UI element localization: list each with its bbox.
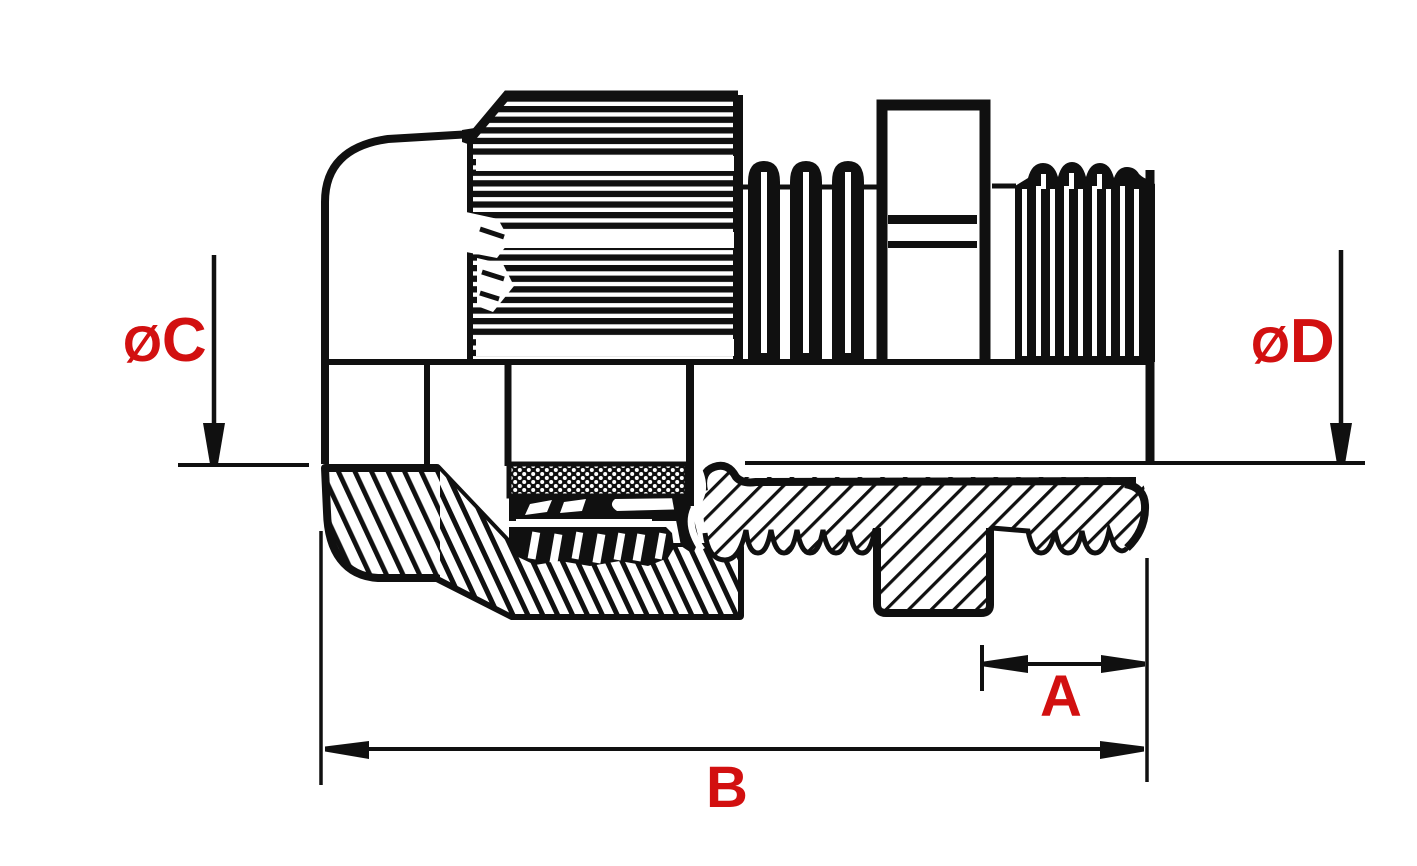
svg-text:A: A [1040,664,1082,729]
svg-text:B: B [706,755,748,820]
svg-text:ØC: ØC [123,306,207,375]
svg-text:ØD: ØD [1251,307,1335,376]
